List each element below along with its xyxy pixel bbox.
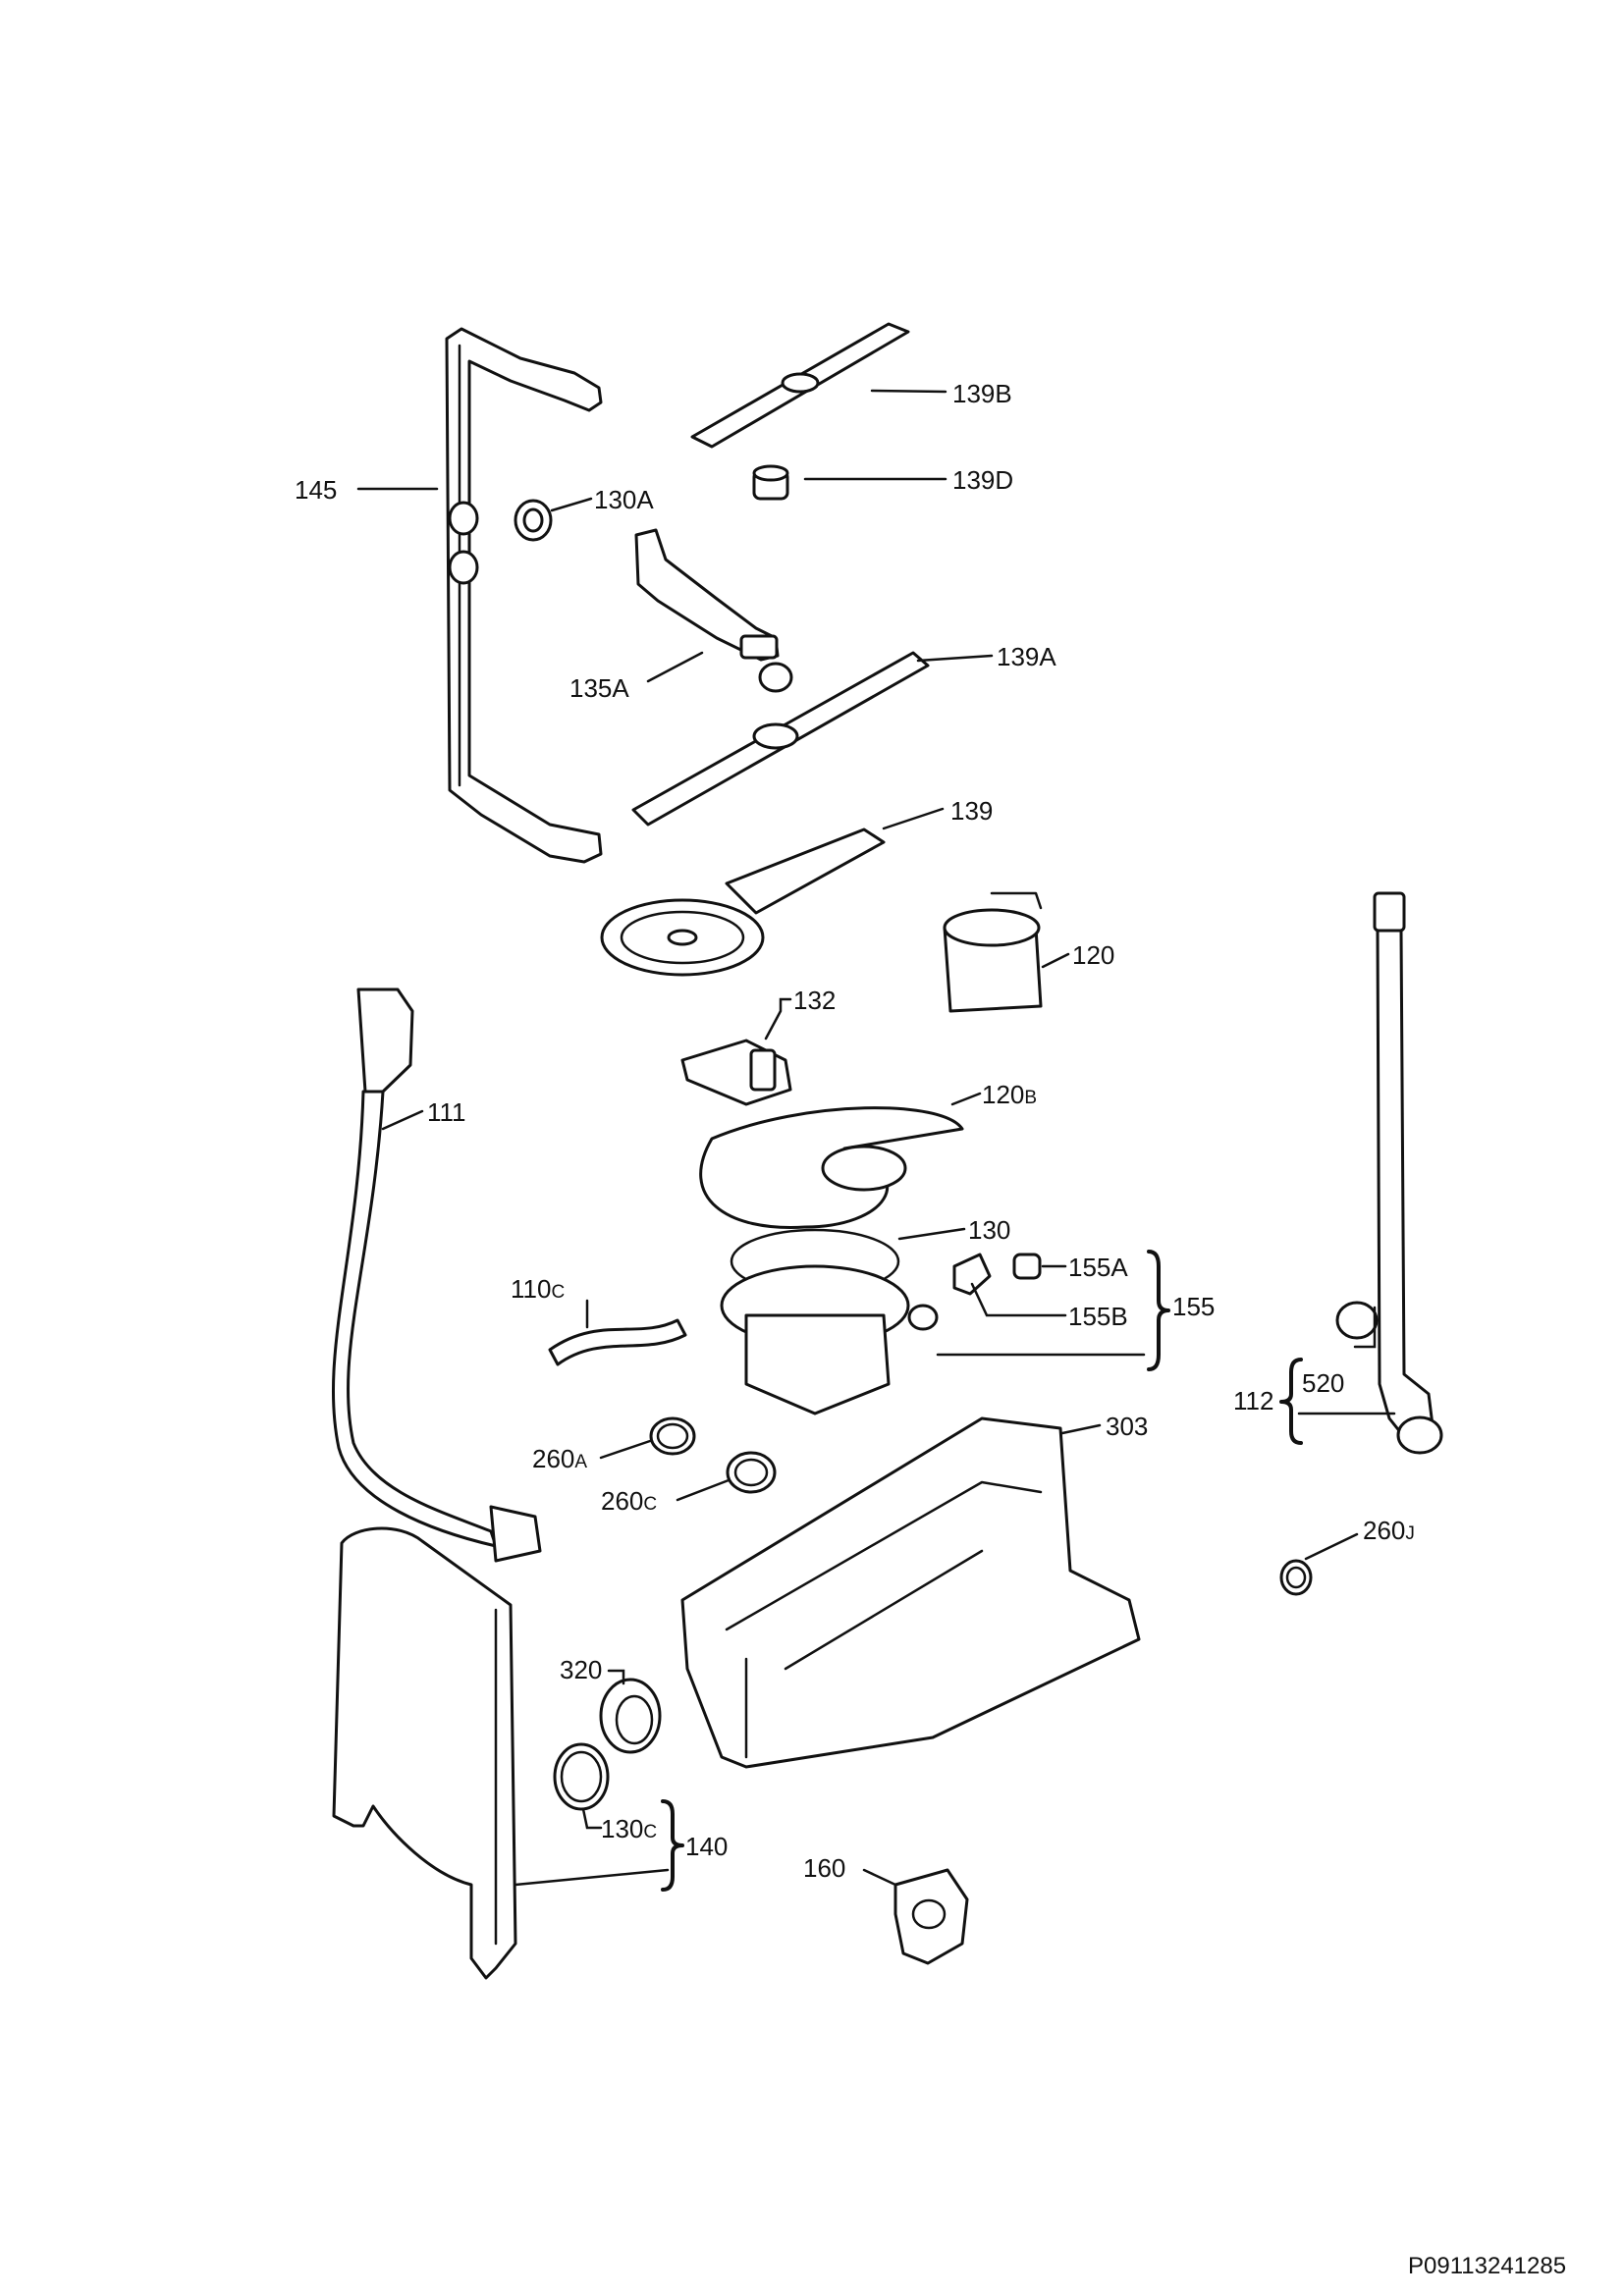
part-139B-upper-spray-arm bbox=[690, 322, 910, 449]
brace-140 bbox=[661, 1799, 684, 1892]
callout-112: 112 bbox=[1233, 1386, 1273, 1415]
leader-120 bbox=[1041, 952, 1070, 969]
part-155A-fitting bbox=[1012, 1253, 1042, 1280]
leader-130C bbox=[581, 1807, 603, 1830]
part-110C-hose bbox=[548, 1318, 687, 1366]
leader-130 bbox=[897, 1227, 966, 1241]
part-303-base-frame bbox=[680, 1416, 1141, 1769]
callout-145: 145 bbox=[295, 475, 337, 505]
leader-130A bbox=[550, 497, 593, 512]
part-sump-assembly bbox=[720, 1264, 939, 1415]
callout-130C: 130C bbox=[601, 1814, 657, 1843]
callout-132: 132 bbox=[793, 986, 836, 1015]
callout-labels: 139B 145 130A 139D 135A 139A 139 120 132… bbox=[295, 379, 1415, 1883]
leader-135A bbox=[646, 651, 704, 683]
part-112-drain-hose bbox=[1373, 891, 1443, 1455]
callout-120: 120 bbox=[1072, 940, 1114, 970]
callout-139A: 139A bbox=[997, 642, 1056, 671]
leader-155B bbox=[970, 1282, 1067, 1317]
part-140-side-panel bbox=[332, 1526, 517, 1980]
part-120B-filter-plate bbox=[699, 1106, 964, 1229]
part-260C-clamp bbox=[726, 1451, 777, 1494]
leader-303 bbox=[1060, 1423, 1102, 1435]
leader-320 bbox=[607, 1669, 625, 1685]
part-260A-clamp bbox=[649, 1416, 696, 1456]
callout-260A: 260A bbox=[532, 1444, 587, 1473]
leader-160 bbox=[862, 1868, 897, 1887]
part-520-clip bbox=[1335, 1301, 1379, 1340]
part-111-inlet-hose bbox=[331, 988, 542, 1563]
callout-260C: 260C bbox=[601, 1486, 657, 1516]
part-155B-fitting bbox=[952, 1253, 992, 1296]
callout-120B: 120B bbox=[982, 1080, 1037, 1109]
part-139A-lower-spray-arm bbox=[631, 651, 930, 827]
part-130C-ring bbox=[553, 1742, 610, 1811]
callout-520: 520 bbox=[1302, 1368, 1344, 1398]
callout-139: 139 bbox=[950, 796, 993, 826]
part-160-pump bbox=[893, 1868, 969, 1965]
leader-140 bbox=[514, 1868, 670, 1887]
brace-155 bbox=[1147, 1250, 1170, 1371]
callout-140: 140 bbox=[685, 1832, 728, 1861]
leader-139 bbox=[882, 807, 945, 830]
braces bbox=[661, 1250, 1303, 1892]
leader-139A bbox=[916, 654, 994, 663]
callout-303: 303 bbox=[1106, 1412, 1148, 1441]
callout-135A: 135A bbox=[569, 673, 629, 703]
callout-139B: 139B bbox=[952, 379, 1012, 408]
leader-139B bbox=[870, 389, 947, 394]
callout-130: 130 bbox=[968, 1215, 1010, 1245]
part-130A-seal bbox=[514, 499, 553, 542]
callout-260J: 260J bbox=[1363, 1516, 1415, 1545]
part-139-spray-arm-ring bbox=[600, 828, 886, 977]
part-132-sensor bbox=[680, 1039, 792, 1106]
callout-155: 155 bbox=[1172, 1292, 1215, 1321]
leader-lines bbox=[356, 389, 1396, 1887]
callout-155B: 155B bbox=[1068, 1302, 1128, 1331]
part-145-spray-pipe bbox=[445, 327, 603, 864]
callout-130A: 130A bbox=[594, 485, 654, 514]
document-id: P09113241285 bbox=[1408, 2253, 1566, 2279]
callout-111: 111 bbox=[427, 1097, 466, 1127]
part-120-filter bbox=[943, 891, 1043, 1013]
callout-155A: 155A bbox=[1068, 1253, 1128, 1282]
leader-260C bbox=[676, 1478, 731, 1502]
part-320-seal bbox=[599, 1678, 662, 1754]
part-139D-nut bbox=[752, 464, 789, 501]
callout-320: 320 bbox=[560, 1655, 602, 1684]
callout-110C: 110C bbox=[511, 1274, 565, 1304]
callout-160: 160 bbox=[803, 1853, 845, 1883]
part-135A-arm-support bbox=[634, 528, 793, 693]
part-260J-clamp bbox=[1279, 1559, 1313, 1596]
leader-520 bbox=[1353, 1306, 1377, 1349]
leader-111 bbox=[381, 1109, 424, 1131]
leader-260A bbox=[599, 1439, 652, 1460]
leader-260J bbox=[1304, 1532, 1359, 1561]
callout-139D: 139D bbox=[952, 465, 1013, 495]
leader-132 bbox=[764, 997, 792, 1041]
brace-112 bbox=[1279, 1358, 1303, 1445]
leader-120B bbox=[950, 1092, 982, 1106]
